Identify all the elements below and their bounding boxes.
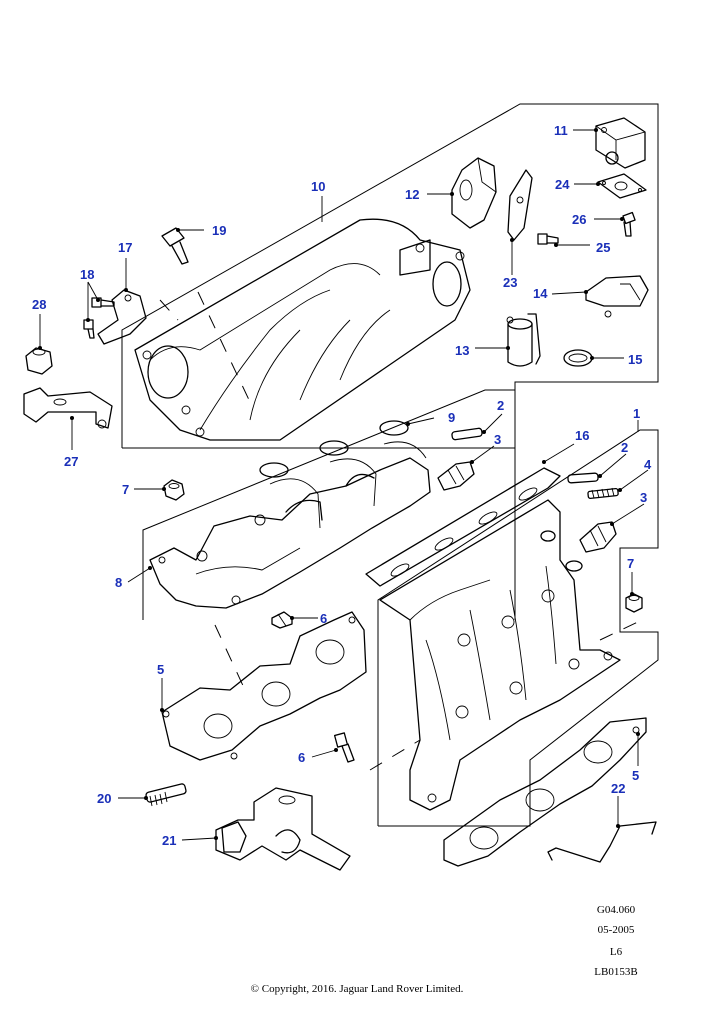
- part-6-stud: [333, 732, 355, 763]
- callout-6: 6: [298, 750, 305, 765]
- part-16-gasket: [365, 467, 561, 587]
- callout-6: 6: [320, 611, 327, 626]
- callout-labels: 1 2 2 3 3 4 5 5 6 6 7 7 8 9 10 11 12 13 …: [32, 123, 652, 848]
- part-12-sensor: [451, 157, 497, 229]
- callout-24: 24: [555, 177, 570, 192]
- callout-28: 28: [32, 297, 46, 312]
- callout-19: 19: [212, 223, 226, 238]
- part-8-exhaust-manifold: [149, 441, 431, 609]
- callout-21: 21: [162, 833, 176, 848]
- callout-25: 25: [596, 240, 610, 255]
- part-21-mount: [215, 787, 351, 871]
- callout-23: 23: [503, 275, 517, 290]
- callout-8: 8: [115, 575, 122, 590]
- part-3-connector: [437, 461, 475, 491]
- callout-2: 2: [621, 440, 628, 455]
- part-5-gasket: [161, 611, 367, 761]
- meta-date: 05-2005: [598, 924, 635, 936]
- callout-15: 15: [628, 352, 642, 367]
- part-25-screw: [537, 233, 559, 245]
- callout-7: 7: [627, 556, 634, 571]
- callout-3: 3: [494, 432, 501, 447]
- connector-dash: [214, 624, 246, 691]
- leader-lines: [38, 128, 649, 841]
- part-28-nut: [25, 347, 53, 375]
- callout-3: 3: [640, 490, 647, 505]
- part-7-nut: [625, 593, 643, 613]
- callout-16: 16: [575, 428, 589, 443]
- connector-dash: [599, 619, 643, 641]
- part-2-dowel: [567, 472, 599, 484]
- part-6-stud: [271, 611, 293, 629]
- part-1-manifold: [379, 499, 621, 811]
- callout-5: 5: [157, 662, 164, 677]
- connector-dash: [369, 739, 421, 771]
- callout-18: 18: [80, 267, 94, 282]
- part-20-stud: [145, 783, 187, 807]
- connector-dash: [197, 291, 251, 403]
- part-24-gasket: [597, 173, 647, 199]
- meta-ref: LB0153B: [594, 966, 637, 978]
- intake-group-frame: [121, 103, 659, 449]
- meta-variant: L6: [610, 946, 623, 958]
- callout-9: 9: [448, 410, 455, 425]
- part-22-clip: [547, 821, 657, 863]
- part-13-valve: [506, 313, 541, 367]
- callout-11: 11: [554, 123, 568, 138]
- callout-22: 22: [611, 781, 625, 796]
- part-18-bolts: [83, 297, 115, 339]
- part-4-stud: [587, 487, 619, 499]
- part-19-bolt: [161, 227, 189, 265]
- copyright-text: © Copyright, 2016. Jaguar Land Rover Lim…: [251, 983, 464, 995]
- callout-10: 10: [311, 179, 325, 194]
- callout-27: 27: [64, 454, 78, 469]
- connector-dash: [159, 299, 179, 321]
- exhaust-group-frame: [142, 389, 516, 620]
- callout-13: 13: [455, 343, 469, 358]
- part-3-connector: [579, 521, 617, 553]
- lower-manifold-frame: [377, 429, 659, 827]
- callout-26: 26: [572, 212, 586, 227]
- part-17-bracket: [97, 289, 147, 345]
- meta-code: G04.060: [597, 904, 636, 916]
- callout-5: 5: [632, 768, 639, 783]
- callout-20: 20: [97, 791, 111, 806]
- callout-2: 2: [497, 398, 504, 413]
- part-7-nut: [163, 479, 185, 501]
- part-11-actuator: [595, 117, 646, 169]
- callout-7: 7: [122, 482, 129, 497]
- part-23-gasket: [507, 169, 533, 241]
- callout-1: 1: [633, 406, 640, 421]
- callout-14: 14: [533, 286, 548, 301]
- part-26-screw: [622, 211, 636, 237]
- drawing-meta: G04.060 05-2005 L6 LB0153B: [594, 904, 637, 978]
- part-15-clamp: [563, 349, 593, 367]
- part-9-gaskets: [259, 420, 409, 478]
- callout-4: 4: [644, 457, 652, 472]
- callout-17: 17: [118, 240, 132, 255]
- part-14-sensor: [585, 275, 649, 318]
- part-27-bracket: [23, 387, 113, 429]
- part-5-gasket: [443, 717, 647, 867]
- intake-manifold: [134, 218, 471, 441]
- callout-12: 12: [405, 187, 419, 202]
- part-2-dowel: [451, 427, 483, 441]
